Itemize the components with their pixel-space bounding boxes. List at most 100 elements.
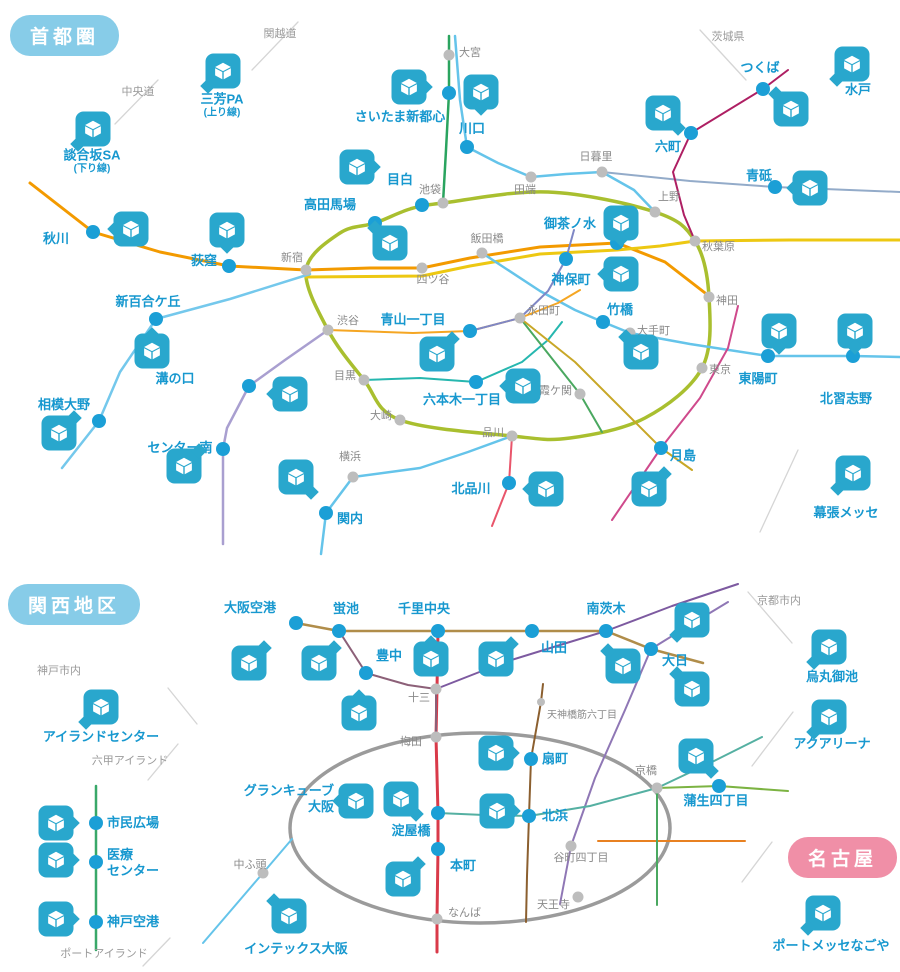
station-dot-minami-ibaraki[interactable] bbox=[599, 624, 613, 638]
box-poi-icon-hotarugaike[interactable] bbox=[301, 640, 342, 681]
station-dot-aoyama-itchome[interactable] bbox=[463, 324, 477, 338]
station-dot-tabata[interactable] bbox=[525, 171, 537, 183]
station-dot-kasumigaseki[interactable] bbox=[574, 388, 586, 400]
box-poi-icon-ogimachi[interactable] bbox=[478, 735, 520, 771]
station-dot-toyocho[interactable] bbox=[761, 349, 775, 363]
station-dot-tsukishima[interactable] bbox=[654, 441, 668, 455]
box-poi-icon-yamada[interactable] bbox=[478, 636, 519, 677]
station-dot-saitama-shintoshin[interactable] bbox=[442, 86, 456, 100]
box-poi-icon-center-minami[interactable] bbox=[166, 443, 207, 484]
station-dot-kyobashi[interactable] bbox=[651, 782, 663, 794]
station-dot-hommachi[interactable] bbox=[431, 842, 445, 856]
box-poi-icon-mito[interactable] bbox=[829, 46, 870, 87]
station-dot-yokohama[interactable] bbox=[347, 471, 359, 483]
box-poi-icon-aoto[interactable] bbox=[786, 170, 828, 206]
box-poi-icon-iryo-center[interactable] bbox=[38, 842, 80, 878]
box-poi-icon-ogikubo[interactable] bbox=[209, 212, 245, 254]
box-poi-icon-mizonokuchi[interactable] bbox=[266, 376, 308, 412]
box-poi-icon-jimbocho[interactable] bbox=[597, 256, 639, 292]
station-dot-shibuya[interactable] bbox=[322, 324, 334, 336]
station-dot-nakafuto[interactable] bbox=[257, 867, 269, 879]
station-dot-mejiro[interactable] bbox=[415, 198, 429, 212]
box-poi-icon-kita-shinagawa[interactable] bbox=[522, 471, 564, 507]
box-poi-icon-toyonaka[interactable] bbox=[341, 689, 377, 731]
station-dot-tennoji[interactable] bbox=[572, 891, 584, 903]
box-poi-icon-gamo-yonchome[interactable] bbox=[678, 738, 719, 779]
station-dot-namba[interactable] bbox=[431, 913, 443, 925]
box-poi-icon-toyocho[interactable] bbox=[761, 313, 797, 355]
station-dot-yodoyabashi[interactable] bbox=[431, 806, 445, 820]
station-dot-sagami-ono[interactable] bbox=[92, 414, 106, 428]
station-dot-umeda[interactable] bbox=[430, 731, 442, 743]
box-poi-icon-island-center[interactable] bbox=[78, 689, 119, 730]
station-dot-juso[interactable] bbox=[430, 683, 442, 695]
box-poi-icon-dainichi[interactable] bbox=[669, 666, 710, 707]
station-dot-shinjuku[interactable] bbox=[300, 264, 312, 276]
box-poi-icon-miyoshi-pa[interactable] bbox=[200, 53, 241, 94]
station-dot-senri-chuo[interactable] bbox=[431, 624, 445, 638]
box-poi-icon-roppongi-itchome[interactable] bbox=[499, 368, 541, 404]
box-poi-icon-kawaguchi[interactable] bbox=[463, 74, 499, 116]
station-dot-nagatacho[interactable] bbox=[514, 312, 526, 324]
box-poi-icon-grand-cube-osaka[interactable] bbox=[332, 783, 374, 819]
station-dot-ogikubo[interactable] bbox=[222, 259, 236, 273]
station-dot-center-minami[interactable] bbox=[216, 442, 230, 456]
station-dot-kobe-airport[interactable] bbox=[89, 915, 103, 929]
box-poi-icon-kannai[interactable] bbox=[278, 459, 319, 500]
box-poi-icon-rokucho[interactable] bbox=[645, 95, 686, 136]
station-dot-osaki[interactable] bbox=[394, 414, 406, 426]
station-dot-omiya[interactable] bbox=[443, 49, 455, 61]
box-poi-icon-hommachi[interactable] bbox=[385, 856, 426, 897]
box-poi-icon-akigawa[interactable] bbox=[107, 211, 149, 247]
box-poi-icon-shin-yurigaoka[interactable] bbox=[134, 327, 170, 369]
station-dot-osaka-airport[interactable] bbox=[289, 616, 303, 630]
box-poi-icon-yodoyabashi[interactable] bbox=[383, 781, 424, 822]
station-dot-shimin-hiroba[interactable] bbox=[89, 816, 103, 830]
box-poi-icon-saitama-shintoshin[interactable] bbox=[391, 69, 433, 105]
box-poi-icon-port-messe-nagoya[interactable] bbox=[800, 895, 841, 936]
box-poi-icon-karasuma-oike[interactable] bbox=[806, 629, 847, 670]
box-poi-icon-mejiro[interactable] bbox=[339, 149, 381, 185]
box-poi-icon-takadanobaba[interactable] bbox=[367, 220, 408, 261]
station-dot-roppongi-itchome[interactable] bbox=[469, 375, 483, 389]
station-dot-kita-shinagawa[interactable] bbox=[502, 476, 516, 490]
box-poi-icon-sagami-ono[interactable] bbox=[41, 410, 82, 451]
station-dot-ikebukuro[interactable] bbox=[437, 197, 449, 209]
box-poi-icon-shimin-hiroba[interactable] bbox=[38, 805, 80, 841]
box-poi-icon-aqualina[interactable] bbox=[806, 699, 847, 740]
station-dot-rokucho[interactable] bbox=[684, 126, 698, 140]
box-poi-icon-minami-ibaraki[interactable] bbox=[600, 643, 641, 684]
station-dot-toyonaka[interactable] bbox=[359, 666, 373, 680]
box-poi-icon-osaka-airport[interactable] bbox=[231, 640, 272, 681]
station-dot-shin-yurigaoka[interactable] bbox=[149, 312, 163, 326]
station-dot-nippori[interactable] bbox=[596, 166, 608, 178]
box-poi-icon-dangozaka-sa[interactable] bbox=[70, 111, 111, 152]
station-dot-hotarugaike[interactable] bbox=[332, 624, 346, 638]
station-dot-yotsuya[interactable] bbox=[416, 262, 428, 274]
station-dot-aoto[interactable] bbox=[768, 180, 782, 194]
station-dot-dainichi[interactable] bbox=[644, 642, 658, 656]
box-poi-icon-takebashi[interactable] bbox=[618, 329, 659, 370]
box-poi-icon-kita-narashino[interactable] bbox=[837, 313, 873, 355]
station-dot-takebashi[interactable] bbox=[596, 315, 610, 329]
station-dot-meguro[interactable] bbox=[358, 374, 370, 386]
box-poi-icon-makuhari-messe[interactable] bbox=[830, 455, 871, 496]
box-poi-icon-tsukishima[interactable] bbox=[631, 466, 672, 507]
station-dot-kawaguchi[interactable] bbox=[460, 140, 474, 154]
station-dot-tsukuba[interactable] bbox=[756, 82, 770, 96]
station-dot-gamo-yonchome[interactable] bbox=[712, 779, 726, 793]
station-dot-ogimachi[interactable] bbox=[524, 752, 538, 766]
box-poi-icon-aoyama-itchome[interactable] bbox=[419, 331, 460, 372]
box-poi-icon-dainichi[interactable] bbox=[669, 602, 710, 643]
station-dot-tokyo[interactable] bbox=[696, 362, 708, 374]
box-poi-icon-kitahama[interactable] bbox=[479, 793, 521, 829]
station-dot-yamada[interactable] bbox=[525, 624, 539, 638]
station-dot-kanda[interactable] bbox=[703, 291, 715, 303]
box-poi-icon-ochanomizu[interactable] bbox=[603, 205, 639, 247]
box-poi-icon-senri-chuo[interactable] bbox=[413, 635, 449, 677]
station-dot-tenjimbashisuji-rokuchome[interactable] bbox=[537, 698, 545, 706]
station-dot-mizonokuchi[interactable] bbox=[242, 379, 256, 393]
station-dot-akigawa[interactable] bbox=[86, 225, 100, 239]
station-dot-kitahama[interactable] bbox=[522, 809, 536, 823]
box-poi-icon-tsukuba[interactable] bbox=[768, 86, 809, 127]
